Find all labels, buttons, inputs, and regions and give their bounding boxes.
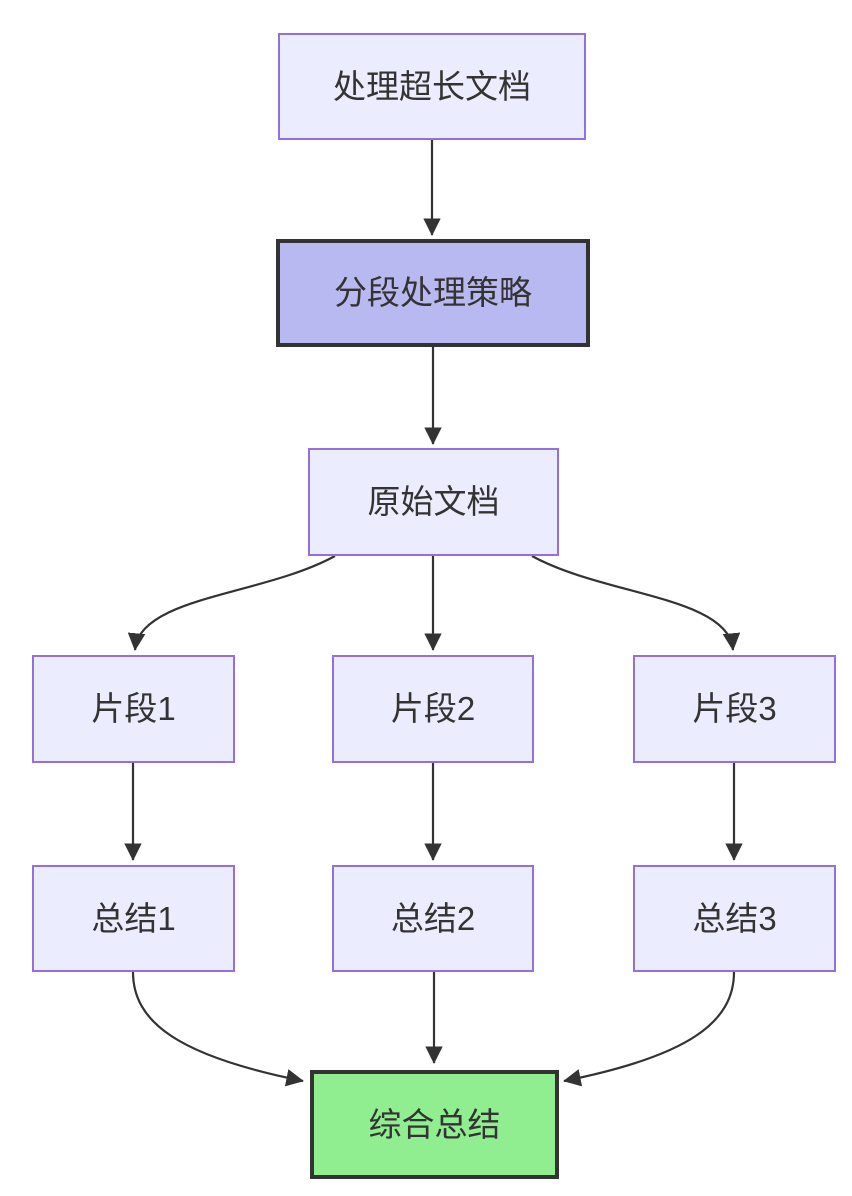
node-original-document: 原始文档 xyxy=(308,448,559,556)
node-label: 总结3 xyxy=(692,899,777,937)
node-label: 总结1 xyxy=(91,899,176,937)
node-summary-2: 总结2 xyxy=(332,865,534,972)
edge-source-to-fragment3 xyxy=(531,555,741,651)
edge-summary3-to-final xyxy=(563,971,736,1087)
node-label: 综合总结 xyxy=(368,1105,501,1143)
node-label: 原始文档 xyxy=(367,483,500,521)
node-fragment-3: 片段3 xyxy=(633,655,836,763)
node-label: 片段2 xyxy=(390,690,476,728)
node-label: 片段3 xyxy=(692,690,777,728)
edge-summary1-to-final xyxy=(131,971,304,1087)
edge-source-to-fragment1 xyxy=(127,555,336,651)
node-label: 片段1 xyxy=(91,690,176,728)
node-label: 总结2 xyxy=(390,899,476,937)
node-summary-3: 总结3 xyxy=(633,865,836,972)
node-segmentation-strategy: 分段处理策略 xyxy=(276,239,590,347)
node-summary-1: 总结1 xyxy=(32,865,235,972)
node-process-long-document: 处理超长文档 xyxy=(278,33,586,140)
node-label: 处理超长文档 xyxy=(333,67,531,105)
node-final-summary: 综合总结 xyxy=(310,1070,559,1179)
node-label: 分段处理策略 xyxy=(334,274,532,312)
node-fragment-1: 片段1 xyxy=(32,655,235,763)
node-fragment-2: 片段2 xyxy=(332,655,534,763)
